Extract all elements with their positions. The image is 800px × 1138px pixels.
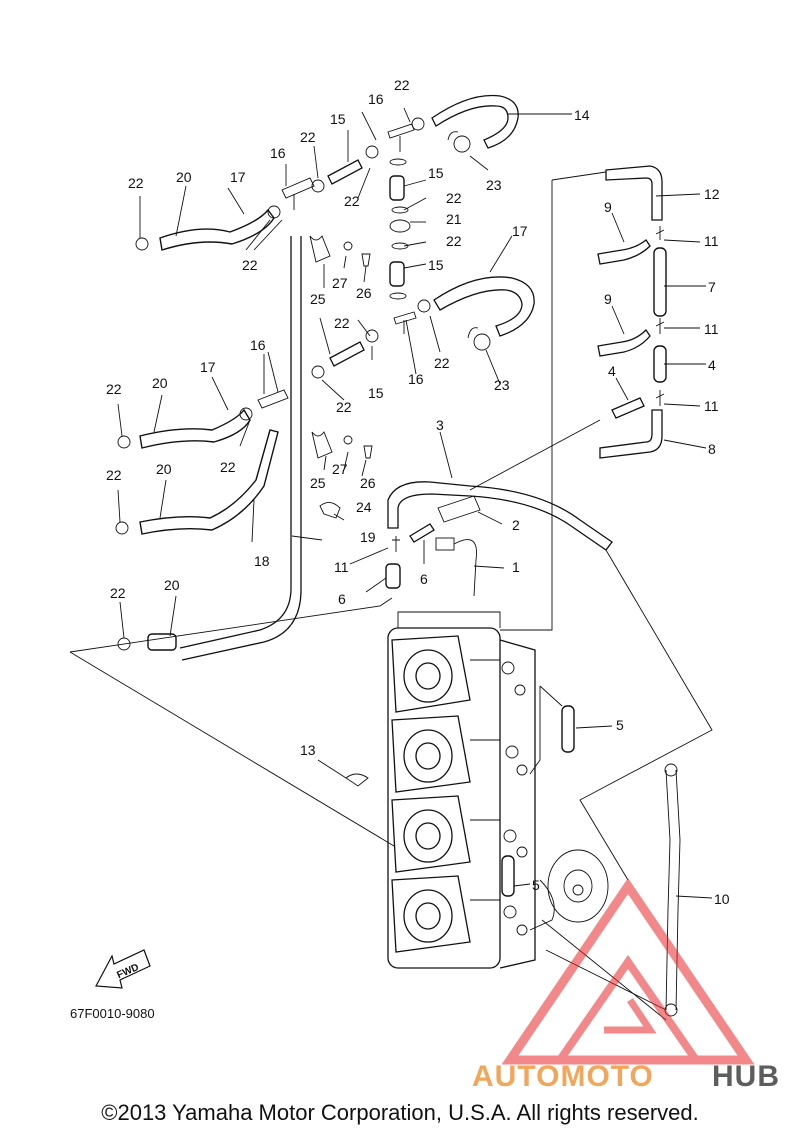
callout-22: 22 (334, 315, 350, 331)
callout-5: 5 (616, 717, 624, 733)
callout-25: 25 (310, 475, 326, 491)
callout-4: 4 (708, 357, 716, 373)
callout-17: 17 (200, 359, 216, 375)
callout-5: 5 (532, 877, 540, 893)
callout-11: 11 (704, 233, 719, 249)
callout-14: 14 (574, 107, 590, 123)
callout-17: 17 (230, 169, 246, 185)
callout-26: 26 (360, 475, 376, 491)
callout-16: 16 (368, 91, 384, 107)
callout-6: 6 (420, 571, 428, 587)
callout-20: 20 (164, 577, 180, 593)
callout-22: 22 (128, 175, 144, 191)
callout-27: 27 (332, 275, 348, 291)
copyright-notice: ©2013 Yamaha Motor Corporation, U.S.A. A… (101, 1100, 699, 1125)
callout-22: 22 (300, 129, 316, 145)
callout-11: 11 (704, 398, 719, 414)
fittings-and-clips (115, 117, 681, 1017)
watermark-text-a: AUTOMOTO (472, 1060, 654, 1093)
callout-25: 25 (310, 291, 326, 307)
callout-15: 15 (428, 165, 444, 181)
callout-15: 15 (330, 111, 346, 127)
fuel-hoses (139, 94, 667, 661)
callout-20: 20 (156, 461, 172, 477)
callout-16: 16 (250, 337, 266, 353)
watermark-text: AUTOMOTO HUB (472, 1060, 780, 1093)
callout-21: 21 (446, 211, 462, 227)
callout-15: 15 (428, 257, 444, 273)
callout-22: 22 (344, 193, 360, 209)
callout-6: 6 (338, 591, 346, 607)
callout-23: 23 (494, 377, 510, 393)
callout-23: 23 (486, 177, 502, 193)
callout-11: 11 (704, 321, 719, 337)
callout-22: 22 (242, 257, 258, 273)
callout-13: 13 (300, 742, 316, 758)
callout-22: 22 (446, 233, 462, 249)
forward-arrow-icon: FWD (95, 949, 151, 989)
callout-12: 12 (704, 186, 720, 202)
callout-26: 26 (356, 285, 372, 301)
callout-10: 10 (714, 891, 730, 907)
part-code: 67F0010-9080 (70, 1006, 155, 1021)
callout-3: 3 (436, 417, 444, 433)
watermark-logo (501, 877, 755, 1065)
callout-8: 8 (708, 441, 716, 457)
callout-15: 15 (368, 385, 384, 401)
callout-16: 16 (270, 145, 286, 161)
callout-22: 22 (434, 355, 450, 371)
callout-27: 27 (332, 461, 348, 477)
callout-22: 22 (446, 190, 462, 206)
callout-20: 20 (176, 169, 192, 185)
callout-4: 4 (608, 363, 616, 379)
callout-22: 22 (220, 459, 236, 475)
callout-9: 9 (604, 199, 612, 215)
callout-22: 22 (394, 77, 410, 93)
watermark-text-b: HUB (712, 1060, 780, 1093)
callout-18: 18 (254, 553, 270, 569)
callout-9: 9 (604, 291, 612, 307)
callout-22: 22 (110, 585, 126, 601)
carburetor-assembly (387, 611, 609, 969)
callout-20: 20 (152, 375, 168, 391)
callout-7: 7 (708, 279, 716, 295)
callout-1: 1 (512, 559, 520, 575)
callout-16: 16 (408, 371, 424, 387)
leader-lines (69, 107, 713, 1021)
callout-22: 22 (336, 399, 352, 415)
callout-labels: 1 2 3 4 4 5 5 6 6 7 8 9 9 10 11 11 11 11… (106, 77, 730, 907)
callout-2: 2 (512, 517, 520, 533)
callout-22: 22 (106, 381, 122, 397)
callout-24: 24 (356, 499, 372, 515)
callout-19: 19 (360, 529, 376, 545)
callout-17: 17 (512, 223, 528, 239)
callout-11: 11 (334, 559, 349, 575)
callout-22: 22 (106, 467, 122, 483)
